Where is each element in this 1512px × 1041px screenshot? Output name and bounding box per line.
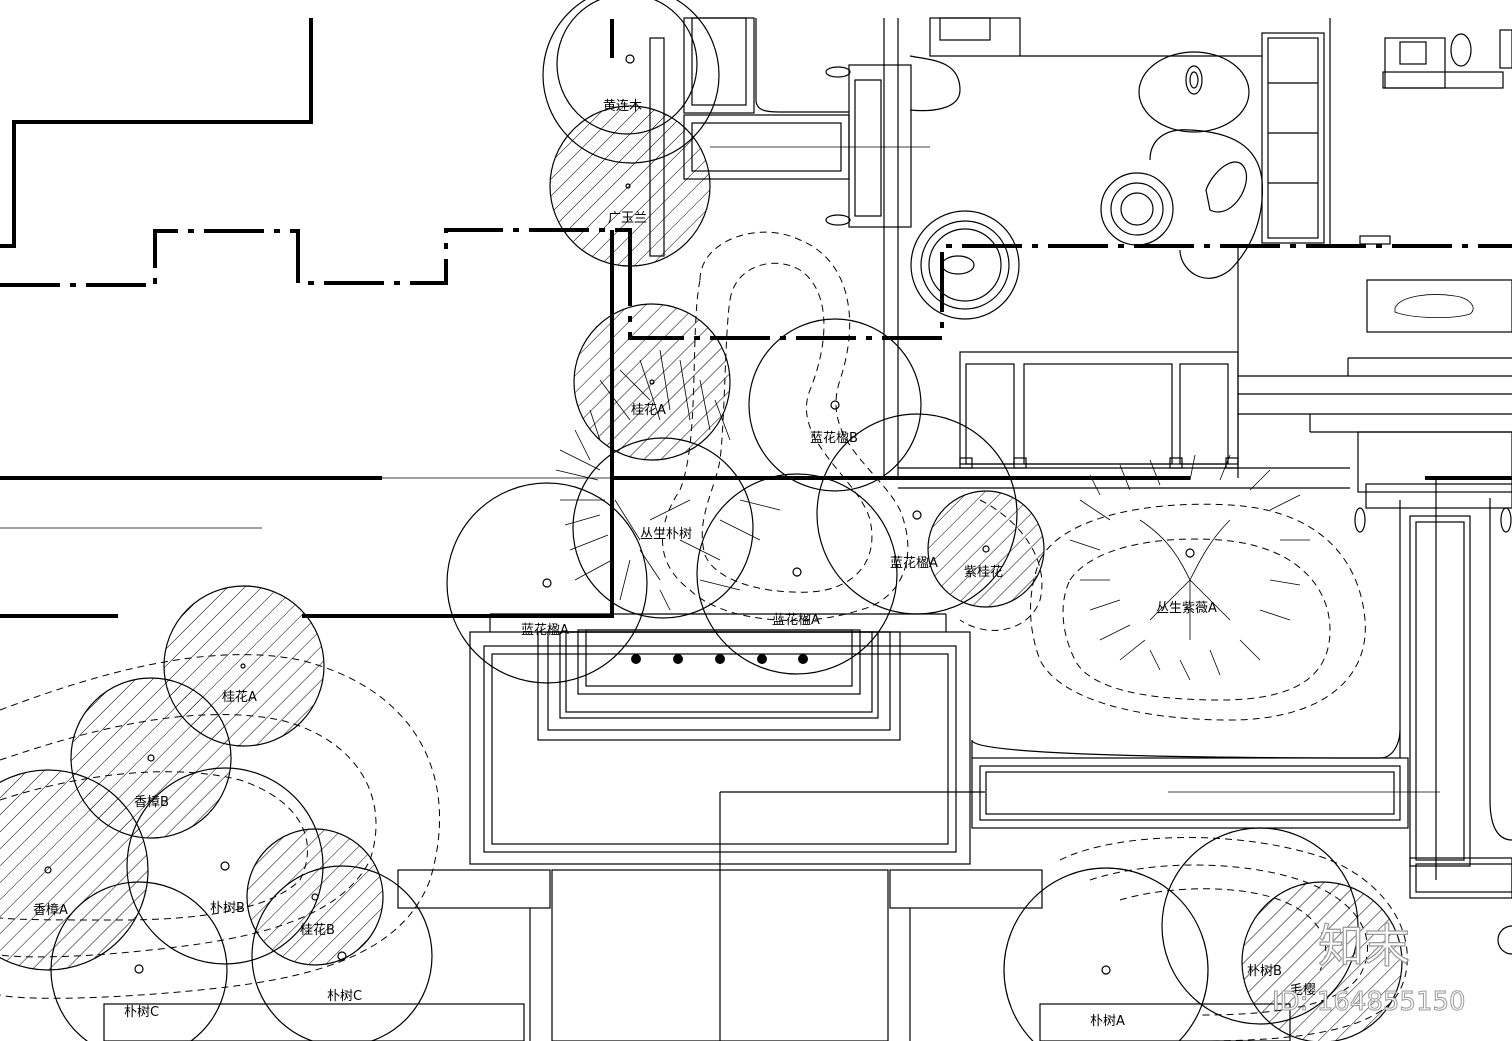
tree-canopy <box>748 318 922 492</box>
plant-label: 毛樱 <box>1290 982 1316 998</box>
tree-canopy <box>50 881 228 1041</box>
tree-canopy <box>251 865 433 1041</box>
tree-canopy-hatched <box>573 303 731 461</box>
plant-label: 朴树C <box>327 989 362 1004</box>
plant-label: 广玉兰 <box>608 211 647 226</box>
plant-label: 蓝花楹A <box>890 555 938 571</box>
plant-label: 丛生紫薇A <box>1156 601 1217 616</box>
tree-canopy <box>572 437 754 619</box>
plant-label: 紫桂花 <box>964 564 1003 580</box>
tree-canopy-hatched <box>927 490 1045 608</box>
tree-canopy-hatched <box>1241 881 1403 1041</box>
building-outline <box>0 18 1512 618</box>
plant-label: 朴树B <box>1247 964 1282 979</box>
tree-centres <box>44 54 1195 975</box>
tree-canopy <box>1497 925 1512 955</box>
tree-canopy <box>446 482 648 684</box>
plant-label: 丛生朴树 <box>640 527 692 542</box>
tree-canopy-hatched <box>246 828 384 966</box>
plant-label: 桂花A <box>631 402 666 418</box>
round-features <box>910 51 1512 333</box>
plant-label: 蓝花楹A <box>772 612 820 628</box>
plant-label: 朴树B <box>210 901 245 916</box>
plant-label: 朴树A <box>1090 1014 1125 1029</box>
plant-label: 蓝花楹B <box>810 430 858 446</box>
watermark-brand: 知末 <box>1318 919 1410 973</box>
right-path <box>971 480 1512 899</box>
tree-canopy <box>1003 867 1209 1041</box>
tree-canopy-hatched <box>0 769 149 971</box>
pavilion <box>898 246 1512 533</box>
plant-label: 桂花B <box>300 922 335 938</box>
plant-label: 香樟A <box>33 903 68 918</box>
tree-canopy <box>696 473 898 675</box>
plant-label: 桂花A <box>222 689 257 705</box>
plant-label: 蓝花楹A <box>521 622 569 638</box>
watermark-id: ID: 164855150 <box>1272 987 1466 1017</box>
plant-label: 黄连木 <box>603 98 642 114</box>
watermark: 知末 ID: 164855150 <box>1272 918 1467 1017</box>
plant-label: 香樟B <box>134 795 169 810</box>
plant-label: 朴树C <box>124 1005 159 1020</box>
plant-labels: 黄连木 广玉兰 桂花A 蓝花楹B 丛生朴树 蓝花楹A 蓝花楹A 蓝花楹A 紫桂花… <box>33 98 1316 1029</box>
